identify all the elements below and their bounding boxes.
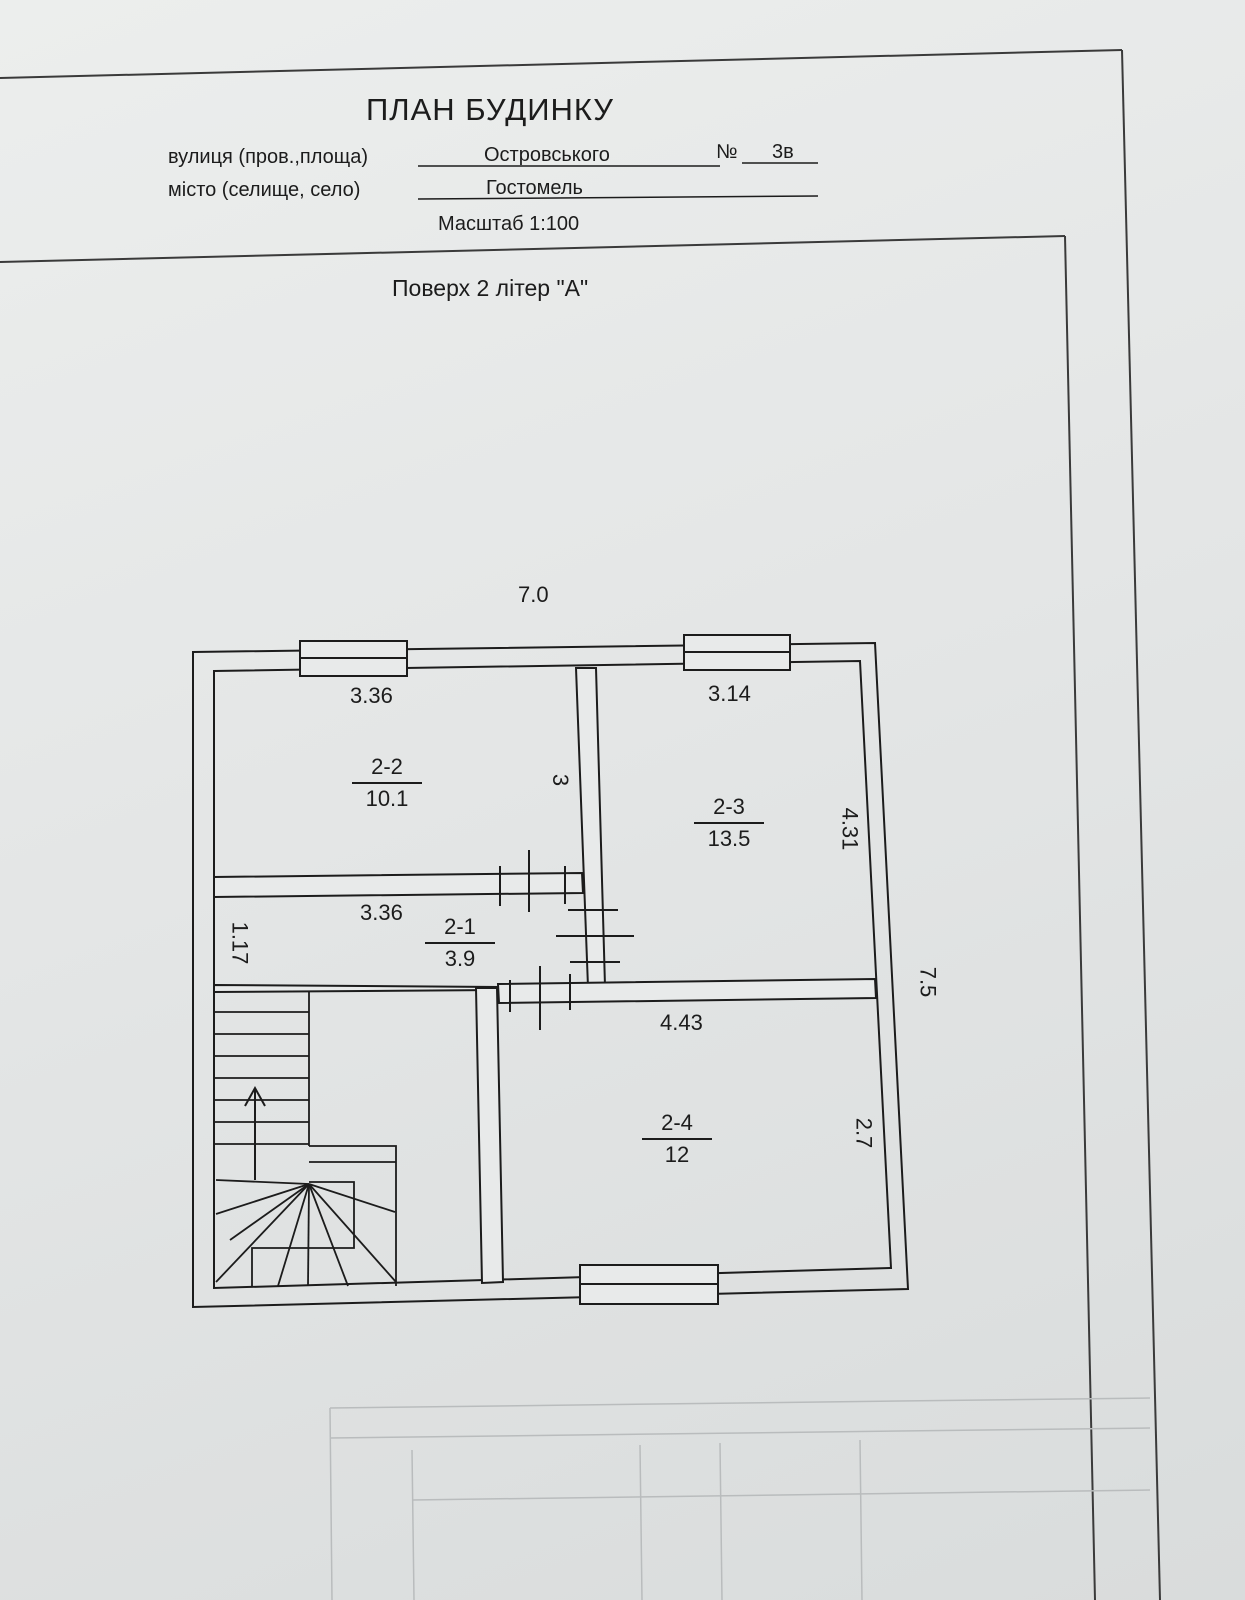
- interior-walls: [213, 667, 878, 1285]
- header-underlines: [417, 162, 819, 200]
- room-area: 13.5: [707, 825, 751, 851]
- scale-label: Масштаб 1:100: [438, 213, 580, 235]
- dim-corridor-length: 3.36: [360, 900, 403, 925]
- number-label: №: [716, 141, 738, 163]
- dim-top-width: 7.0: [518, 582, 549, 607]
- document-title: ПЛАН БУДИНКУ: [366, 92, 614, 127]
- sheet-frame: [0, 49, 1161, 1600]
- room-label-2-3: 2-3 13.5: [694, 792, 764, 853]
- room-number: 2-2: [352, 752, 422, 784]
- room-number: 2-4: [642, 1108, 712, 1140]
- room-label-2-2: 2-2 10.1: [352, 752, 422, 813]
- number-value: 3в: [772, 141, 794, 163]
- outer-walls: [192, 641, 910, 1309]
- staircase: [214, 992, 397, 1287]
- room-area: 10.1: [365, 785, 409, 811]
- floor-title: Поверх 2 літер "А": [392, 275, 589, 301]
- room-label-2-1: 2-1 3.9: [425, 912, 495, 973]
- dim-room-2-2-width: 3.36: [350, 683, 393, 708]
- dim-right-height: 7.5: [915, 966, 941, 998]
- street-label: вулиця (пров.,площа): [168, 146, 368, 168]
- room-area: 3.9: [444, 945, 476, 971]
- dim-room-2-3-width: 3.14: [708, 681, 751, 706]
- dim-room-2-4-width: 4.43: [660, 1010, 703, 1035]
- lower-table-ghost: [329, 1397, 1151, 1600]
- stair-direction-arrow: [244, 1085, 266, 1180]
- street-value: Островського: [484, 144, 610, 166]
- dim-corridor-width: 1.17: [227, 921, 253, 965]
- dim-room-2-2-depth: 3: [548, 773, 574, 787]
- dim-room-2-4-depth: 2.7: [851, 1117, 877, 1149]
- room-number: 2-3: [694, 792, 764, 824]
- door-openings: [499, 850, 634, 1030]
- dim-room-2-3-depth: 4.31: [837, 807, 863, 851]
- city-label: місто (селище, село): [168, 179, 361, 201]
- windows: [299, 634, 791, 1305]
- room-number: 2-1: [425, 912, 495, 944]
- room-area: 12: [664, 1141, 690, 1167]
- city-value: Гостомель: [486, 177, 583, 199]
- room-label-2-4: 2-4 12: [642, 1108, 712, 1169]
